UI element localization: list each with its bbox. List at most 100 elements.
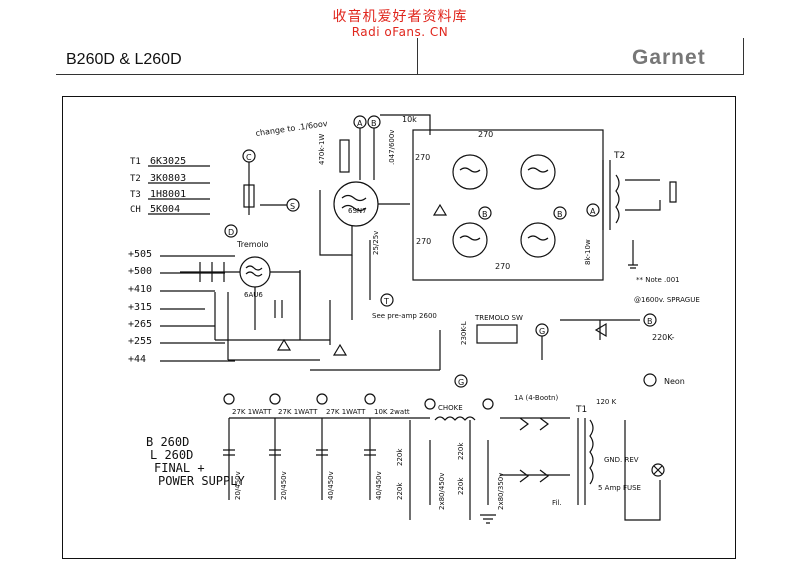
voltage-2: +500 — [128, 266, 152, 277]
node-e-2 — [269, 393, 281, 405]
svg-text:10k: 10k — [402, 115, 417, 124]
tremolo-tube-label: Tremolo — [236, 240, 269, 249]
svg-text:6AU6: 6AU6 — [244, 291, 263, 299]
svg-text:220k: 220k — [457, 477, 465, 495]
neon-lamp — [643, 373, 657, 387]
pilot-lamp — [651, 463, 665, 477]
header-divider — [417, 38, 418, 74]
phase-inverter: change to .1/6oov A B 470k-1W .047/600v … — [255, 114, 437, 356]
brand-logo: Garnet — [632, 46, 706, 69]
output-stage-frame — [412, 129, 604, 281]
svg-text:220k: 220k — [396, 482, 404, 500]
svg-text:.047/600v: .047/600v — [388, 130, 396, 165]
svg-text:230K-L: 230K-L — [460, 321, 468, 345]
power-tube-4 — [520, 222, 556, 258]
tube-code-1: 6K3025 — [150, 156, 186, 167]
svg-text:A: A — [590, 207, 596, 216]
svg-text:G: G — [539, 327, 545, 336]
model-title: B260D & L260D — [66, 51, 182, 68]
svg-text:120 K: 120 K — [596, 398, 617, 406]
svg-text:A: A — [357, 119, 363, 128]
svg-text:220K-: 220K- — [652, 333, 675, 342]
svg-text:Neon: Neon — [664, 377, 685, 386]
svg-text:D: D — [228, 228, 234, 237]
tube-key-2: T2 — [130, 174, 141, 184]
svg-text:C: C — [246, 153, 252, 162]
svg-text:270: 270 — [416, 237, 431, 246]
svg-text:@1600v. SPRAGUE: @1600v. SPRAGUE — [634, 296, 700, 304]
tube-code-3: 1H8001 — [150, 189, 186, 200]
tube-code-4: 5K004 — [150, 204, 180, 215]
watermark-chinese: 收音机爱好者资料库 — [332, 9, 468, 25]
svg-text:20/450v: 20/450v — [234, 471, 242, 500]
power-tube-3 — [452, 222, 488, 258]
node-e-6 — [482, 398, 494, 410]
tube-key-3: T3 — [130, 190, 141, 200]
svg-text:20/450v: 20/450v — [280, 471, 288, 500]
svg-text:2x80/350v: 2x80/350v — [497, 473, 505, 510]
svg-text:B: B — [557, 210, 563, 219]
node-b-right — [553, 206, 567, 220]
tremolo-tube — [239, 256, 271, 288]
node-b-far — [643, 313, 657, 327]
svg-text:270: 270 — [495, 262, 510, 271]
voltage-7: +44 — [128, 354, 146, 365]
svg-text:Fil.: Fil. — [552, 499, 562, 507]
node-e-5 — [424, 398, 436, 410]
svg-text:270: 270 — [478, 130, 493, 139]
tube-6sn7 — [333, 181, 379, 227]
svg-text:6SN7: 6SN7 — [348, 207, 367, 215]
power-supply: 27K 1WATT 27K 1WATT 27K 1WATT 10K 2watt … — [223, 393, 665, 524]
svg-text:TREMOLO SW: TREMOLO SW — [474, 314, 523, 322]
node-d — [224, 224, 238, 238]
svg-text:27K 1WATT: 27K 1WATT — [278, 408, 318, 416]
watermark-url: Radi oFans. CN — [351, 25, 449, 39]
power-tube-1 — [452, 154, 488, 190]
svg-text:2x80/450v: 2x80/450v — [438, 473, 446, 510]
svg-text:40/450v: 40/450v — [375, 471, 383, 500]
tube-code-2: 3K0803 — [150, 173, 186, 184]
voltage-list: +505 +500 +410 +315 +265 +255 +44 — [128, 249, 235, 365]
node-e-1 — [223, 393, 235, 405]
schematic-frame — [62, 96, 736, 559]
voltage-5: +265 — [128, 319, 152, 330]
svg-text:27K 1WATT: 27K 1WATT — [232, 408, 272, 416]
tremolo-switch-section: TREMOLO SW 230K-L G G B 220K- Neon — [310, 313, 685, 388]
svg-text:270: 270 — [415, 153, 430, 162]
svg-text:10K 2watt: 10K 2watt — [374, 408, 410, 416]
svg-text:470k-1W: 470k-1W — [318, 134, 326, 165]
tremolo-switch — [476, 324, 518, 344]
tube-code-list: T1 6K3025 T2 3K0803 T3 1H8001 CH 5K004 — [130, 156, 210, 215]
svg-text:** Note .001: ** Note .001 — [636, 276, 680, 284]
svg-text:25/25v: 25/25v — [372, 231, 380, 255]
svg-text:B: B — [482, 210, 488, 219]
svg-text:B: B — [371, 119, 377, 128]
svg-text:220k: 220k — [457, 442, 465, 460]
voltage-1: +505 — [128, 249, 152, 260]
node-e-4 — [364, 393, 376, 405]
svg-text:1A (4-Bootn): 1A (4-Bootn) — [514, 394, 558, 402]
node-g-bottom — [454, 374, 468, 388]
svg-text:T2: T2 — [613, 151, 625, 161]
voltage-6: +255 — [128, 336, 152, 347]
svg-text:220k: 220k — [396, 448, 404, 466]
svg-text:T1: T1 — [575, 405, 587, 415]
svg-text:See pre-amp 2600: See pre-amp 2600 — [372, 312, 437, 320]
tube-key-4: CH — [130, 205, 141, 215]
svg-text:GND. REV: GND. REV — [604, 456, 639, 464]
svg-text:B: B — [647, 317, 653, 326]
svg-text:G: G — [458, 378, 464, 387]
voltage-3: +410 — [128, 284, 152, 295]
node-t — [380, 293, 394, 307]
svg-text:CHOKE: CHOKE — [438, 404, 463, 412]
voltage-4: +315 — [128, 302, 152, 313]
svg-text:8k-10w: 8k-10w — [584, 239, 592, 265]
tube-key-1: T1 — [130, 157, 141, 167]
header-right-edge — [743, 38, 744, 74]
svg-text:27K 1WATT: 27K 1WATT — [326, 408, 366, 416]
power-tube-2 — [520, 154, 556, 190]
header-rule — [56, 74, 744, 75]
tremolo-section: C D S Tremolo 6AU6 — [180, 149, 330, 361]
